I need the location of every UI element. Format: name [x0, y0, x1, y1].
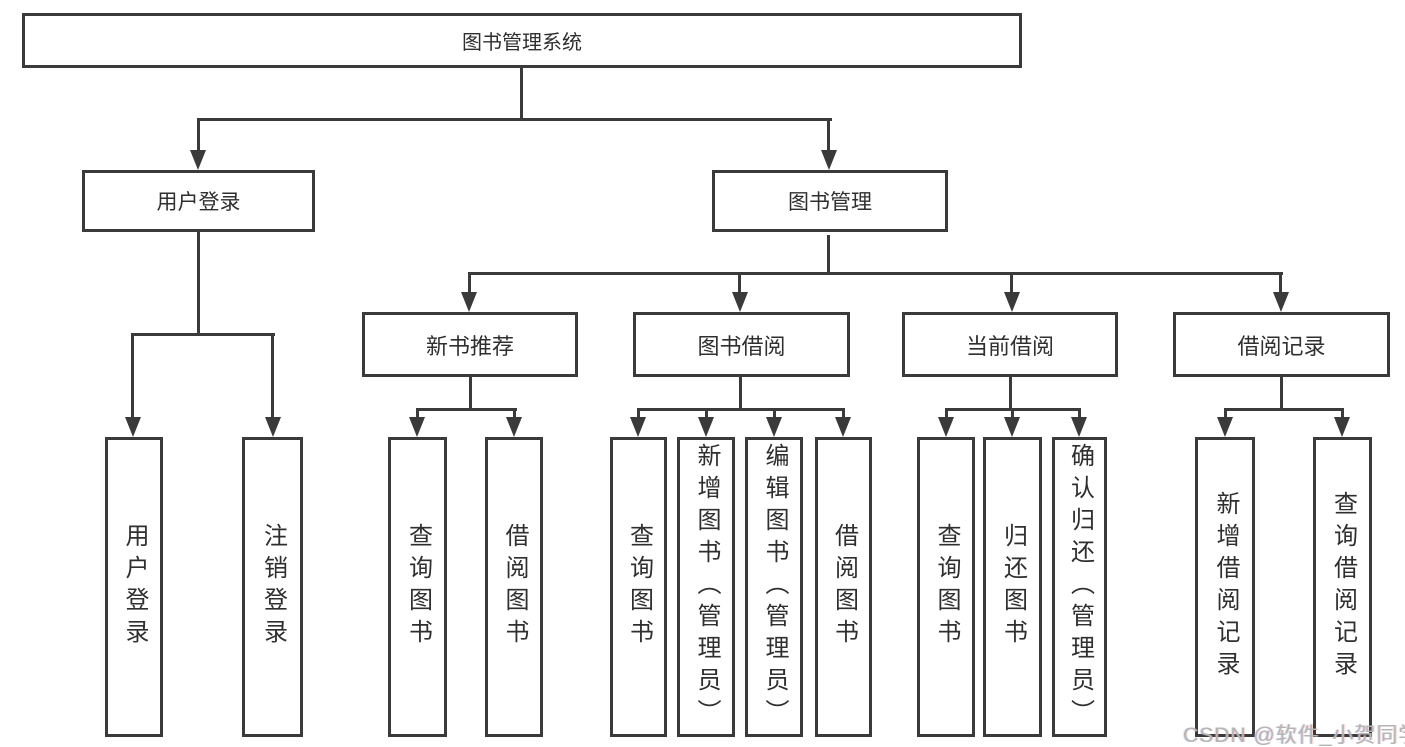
connector-line: [1224, 408, 1227, 424]
connector-line: [197, 118, 832, 121]
connector-line: [637, 408, 845, 411]
connector-line: [1224, 408, 1344, 411]
connector-line: [197, 232, 200, 336]
connector-line: [1280, 377, 1283, 411]
connector-line: [468, 272, 471, 296]
connector-line: [197, 118, 200, 154]
leaf-query-books-borrowing: 查询图书: [610, 437, 667, 737]
arrow-down-icon: [938, 417, 954, 437]
connector-line: [469, 377, 472, 411]
leaf-add-borrow-record: 新增借阅记录: [1195, 437, 1255, 737]
leaf-add-books-admin: 新增图书（管理员）: [677, 437, 735, 737]
leaf-borrow-books-borrowing: 借阅图书: [815, 437, 872, 737]
node-book-management: 图书管理: [712, 170, 948, 232]
connector-line: [1011, 408, 1014, 424]
connector-line: [827, 118, 830, 154]
leaf-edit-books-admin: 编辑图书（管理员）: [745, 437, 803, 737]
connector-line: [773, 408, 776, 424]
connector-line: [842, 408, 845, 424]
connector-line: [945, 408, 948, 424]
node-current-borrowing: 当前借阅: [902, 312, 1118, 377]
node-user-login: 用户登录: [82, 170, 315, 232]
arrow-down-icon: [630, 417, 646, 437]
leaf-user-login: 用户登录: [105, 437, 163, 737]
arrow-down-icon: [1071, 417, 1087, 437]
connector-line: [520, 68, 523, 118]
connector-line: [739, 377, 742, 411]
arrow-down-icon: [698, 417, 714, 437]
arrow-down-icon: [1004, 292, 1020, 312]
connector-line: [416, 408, 517, 411]
connector-line: [131, 333, 134, 423]
arrow-down-icon: [265, 417, 281, 437]
connector-line: [705, 408, 708, 424]
arrow-down-icon: [1004, 417, 1020, 437]
arrow-down-icon: [766, 417, 782, 437]
connector-line: [1341, 408, 1344, 424]
connector-line: [1010, 272, 1013, 296]
connector-line: [416, 408, 419, 424]
connector-line: [271, 333, 274, 423]
leaf-return-books: 归还图书: [983, 437, 1042, 737]
connector-line: [738, 272, 741, 296]
node-book-borrowing: 图书借阅: [633, 312, 850, 377]
arrow-down-icon: [506, 417, 522, 437]
connector-line: [513, 408, 516, 424]
leaf-confirm-return-admin: 确认归还（管理员）: [1052, 437, 1107, 737]
arrow-down-icon: [835, 417, 851, 437]
leaf-borrow-books-recommend: 借阅图书: [485, 437, 543, 737]
connector-line: [131, 333, 275, 336]
arrow-down-icon: [190, 150, 206, 170]
connector-line: [468, 272, 1283, 275]
node-borrowing-records: 借阅记录: [1173, 312, 1390, 377]
arrow-down-icon: [461, 292, 477, 312]
leaf-query-books-recommend: 查询图书: [388, 437, 447, 737]
arrow-down-icon: [821, 150, 837, 170]
leaf-query-books-current: 查询图书: [917, 437, 975, 737]
arrow-down-icon: [1217, 417, 1233, 437]
arrow-down-icon: [125, 417, 141, 437]
node-library-management-system: 图书管理系统: [22, 13, 1022, 68]
connector-line: [827, 235, 830, 275]
leaf-logout: 注销登录: [242, 437, 303, 737]
arrow-down-icon: [732, 292, 748, 312]
connector-line: [1078, 408, 1081, 424]
connector-line: [637, 408, 640, 424]
arrow-down-icon: [1334, 417, 1350, 437]
watermark: CSDN @软件_小贺同学: [1183, 724, 1405, 747]
node-new-book-recommendation: 新书推荐: [362, 312, 578, 377]
leaf-query-borrow-record: 查询借阅记录: [1313, 437, 1372, 737]
connector-line: [1279, 272, 1282, 296]
connector-line: [1009, 377, 1012, 411]
arrow-down-icon: [1273, 292, 1289, 312]
arrow-down-icon: [409, 417, 425, 437]
